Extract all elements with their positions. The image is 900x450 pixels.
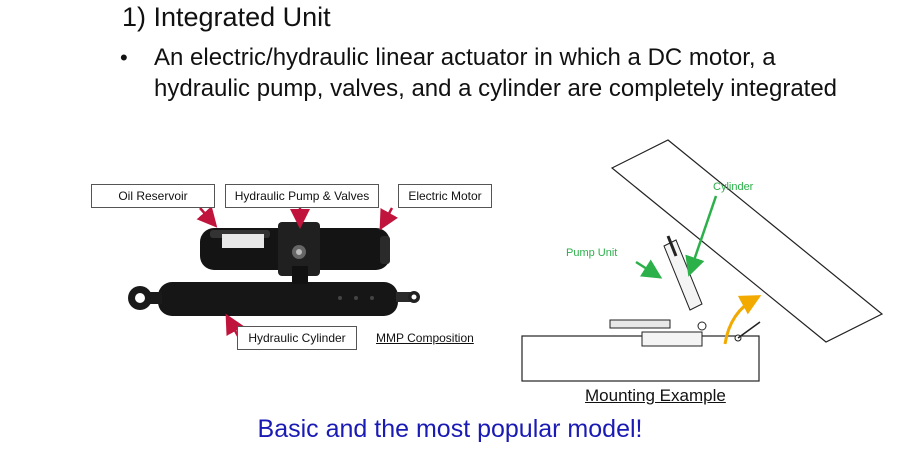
label-hydraulic-cylinder: Hydraulic Cylinder — [237, 326, 357, 350]
arrow-cylinder — [685, 195, 718, 277]
label-pump-valves: Hydraulic Pump & Valves — [225, 184, 379, 208]
bullet-item: • An electric/hydraulic linear actuator … — [120, 42, 840, 104]
label-pump-unit: Pump Unit — [566, 247, 617, 259]
product-sticker — [222, 234, 264, 248]
bullet-dot: • — [120, 45, 128, 70]
mounting-caption: Mounting Example — [585, 386, 726, 405]
rotation-arrow — [723, 295, 762, 345]
label-cylinder: Cylinder — [713, 181, 754, 193]
arrow-pump-unit — [635, 259, 663, 279]
label-oil-reservoir: Oil Reservoir — [91, 184, 215, 208]
mounting-diagram: Cylinder Pump Unit — [521, 139, 884, 382]
tagline: Basic and the most popular model! — [257, 415, 643, 443]
slide-title: 1) Integrated Unit — [122, 2, 331, 32]
actuator-photo — [128, 222, 420, 316]
tilting-platform — [610, 139, 884, 343]
label-mmp-composition: MMP Composition — [376, 331, 474, 345]
cylinder-body — [158, 282, 398, 316]
label-electric-motor: Electric Motor — [398, 184, 492, 208]
mounting-base — [521, 335, 760, 382]
bullet-text: An electric/hydraulic linear actuator in… — [154, 44, 838, 102]
arrow-electric-motor — [379, 207, 399, 231]
arrow-oil-reservoir — [196, 206, 218, 228]
arrow-hydraulic-cylinder — [225, 313, 245, 337]
